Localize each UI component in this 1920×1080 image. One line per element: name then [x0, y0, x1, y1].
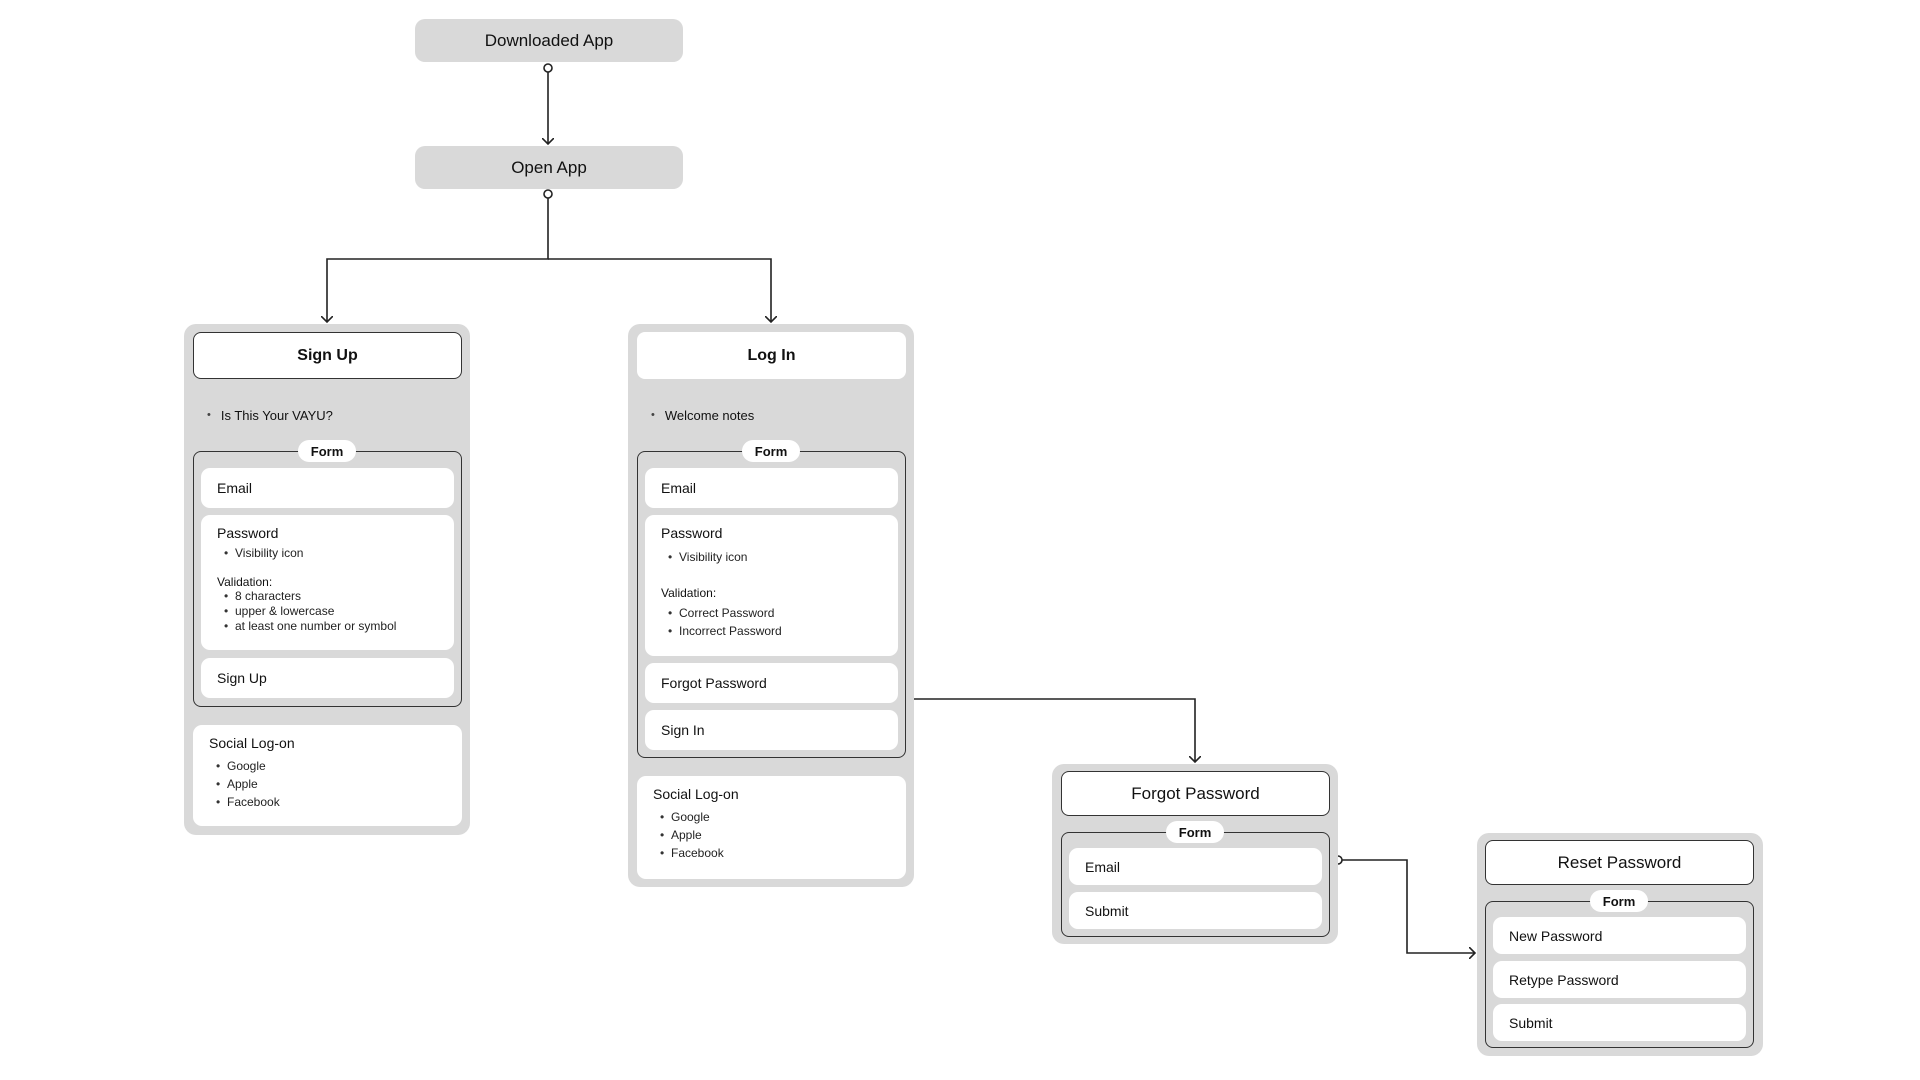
login-social-list: Google Apple Facebook — [653, 808, 890, 862]
signup-note: • Is This Your VAYU? — [207, 405, 457, 425]
signup-email-field[interactable]: Email — [201, 468, 454, 508]
login-social-title: Social Log-on — [653, 786, 739, 802]
login-email-field[interactable]: Email — [645, 468, 898, 508]
login-password-label: Password — [661, 525, 723, 541]
signup-note-text: Is This Your VAYU? — [220, 407, 333, 423]
signup-social-logon: Social Log-on Google Apple Facebook — [193, 725, 462, 826]
login-password-field[interactable]: Password Visibility icon Validation: Cor… — [645, 515, 898, 656]
connector-start-dot — [543, 63, 553, 73]
signup-submit-button[interactable]: Sign Up — [201, 658, 454, 698]
social-apple[interactable]: Apple — [209, 775, 446, 793]
reset-submit-button[interactable]: Submit — [1493, 1004, 1746, 1041]
signup-validation-item: upper & lowercase — [217, 604, 438, 619]
forgot-password-link[interactable]: Forgot Password — [645, 663, 898, 703]
login-form-label: Form — [742, 440, 800, 462]
login-validation-label: Validation: — [661, 586, 717, 600]
login-note-text: Welcome notes — [664, 407, 755, 423]
retype-password-field[interactable]: Retype Password — [1493, 961, 1746, 998]
social-google[interactable]: Google — [653, 808, 890, 826]
login-signin-button[interactable]: Sign In — [645, 710, 898, 750]
connector-forgot-to-reset — [1338, 859, 1475, 953]
social-apple[interactable]: Apple — [653, 826, 890, 844]
node-downloaded-app: Downloaded App — [415, 19, 683, 62]
signup-social-title: Social Log-on — [209, 735, 295, 751]
signup-password-field[interactable]: Password Visibility icon Validation: 8 c… — [201, 515, 454, 650]
login-validation-item: Incorrect Password — [661, 622, 882, 640]
signup-password-items: Visibility icon — [217, 546, 438, 561]
signup-validation-list: 8 characters upper & lowercase at least … — [217, 589, 438, 634]
signup-password-label: Password — [217, 525, 279, 541]
signup-visibility-icon-note: Visibility icon — [217, 546, 438, 561]
signup-form-label: Form — [298, 440, 356, 462]
signup-validation-item: 8 characters — [217, 589, 438, 604]
node-open-app: Open App — [415, 146, 683, 189]
login-password-items: Visibility icon — [661, 550, 882, 565]
login-title: Log In — [637, 332, 906, 379]
forgot-submit-button[interactable]: Submit — [1069, 892, 1322, 929]
social-google[interactable]: Google — [209, 757, 446, 775]
social-facebook[interactable]: Facebook — [653, 844, 890, 862]
login-note: • Welcome notes — [651, 405, 901, 425]
reset-form-label: Form — [1590, 890, 1648, 912]
forgot-title: Forgot Password — [1061, 771, 1330, 816]
connector-open-to-login — [548, 258, 771, 322]
connector-forgot-link — [898, 698, 1195, 762]
connector-start-dot — [543, 189, 553, 199]
login-visibility-icon-note: Visibility icon — [661, 550, 882, 565]
forgot-email-field[interactable]: Email — [1069, 848, 1322, 885]
bullet: • — [207, 409, 211, 421]
signup-validation-item: at least one number or symbol — [217, 619, 438, 634]
login-validation-list: Correct Password Incorrect Password — [661, 604, 882, 640]
signup-social-list: Google Apple Facebook — [209, 757, 446, 811]
signup-validation-label: Validation: — [217, 575, 273, 589]
reset-title: Reset Password — [1485, 840, 1754, 885]
social-facebook[interactable]: Facebook — [209, 793, 446, 811]
connector-open-to-signup — [327, 194, 549, 322]
new-password-field[interactable]: New Password — [1493, 917, 1746, 954]
login-social-logon: Social Log-on Google Apple Facebook — [637, 776, 906, 879]
signup-title: Sign Up — [193, 332, 462, 379]
forgot-form-label: Form — [1166, 821, 1224, 843]
login-validation-item: Correct Password — [661, 604, 882, 622]
bullet: • — [651, 409, 655, 421]
